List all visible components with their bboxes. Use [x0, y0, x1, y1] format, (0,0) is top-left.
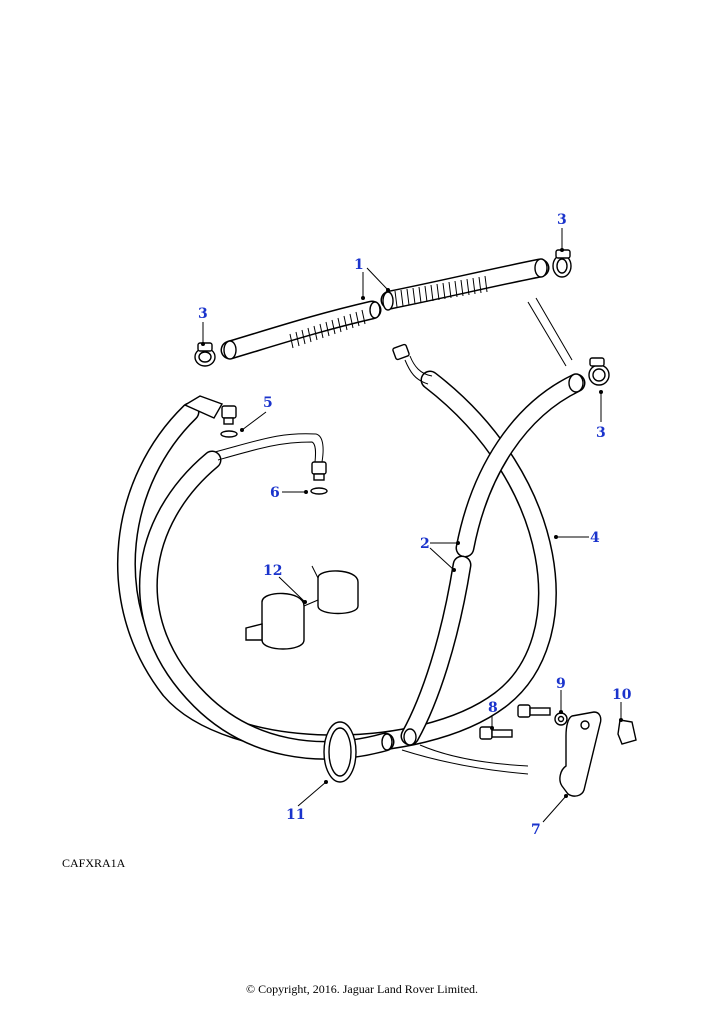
- copyright-notice: © Copyright, 2016. Jaguar Land Rover Lim…: [245, 982, 479, 996]
- metal-pipe: [214, 433, 327, 481]
- callout-10: 10: [612, 687, 632, 703]
- callout-9: 9: [556, 676, 566, 692]
- o-ring-part-6: [310, 487, 328, 495]
- callout-3-right: 3: [596, 425, 606, 441]
- pipe-line-lower-2: [401, 749, 529, 775]
- hose-part-2-lower: [400, 555, 472, 746]
- callout-4: 4: [590, 530, 600, 546]
- hose-part-1-left: [220, 300, 382, 360]
- routing-line-b: [527, 301, 567, 367]
- callout-8: 8: [488, 700, 498, 716]
- callout-3-left: 3: [198, 306, 208, 322]
- pipe-fitting-top-left: [183, 395, 237, 425]
- bolt-part-8-a: [479, 726, 513, 740]
- callout-3-top: 3: [557, 212, 567, 228]
- pipe-line-lower: [419, 744, 529, 767]
- reference-code: CAFXRA1A: [62, 856, 126, 870]
- clip-part-3-left: [194, 342, 216, 367]
- hose-part-1-right: [380, 258, 550, 311]
- callout-6: 6: [270, 485, 280, 501]
- nut-part-9: [554, 712, 568, 726]
- leader-lines: [201, 228, 623, 823]
- o-ring-part-5: [220, 430, 238, 438]
- pipe-fitting-top: [392, 343, 433, 385]
- clip-part-3-top: [552, 249, 572, 278]
- bolt-part-8-b: [517, 704, 551, 718]
- bracket-part-7: [559, 711, 602, 797]
- hose-inner: [138, 450, 395, 760]
- callout-2: 2: [420, 536, 430, 552]
- callout-5: 5: [263, 395, 273, 411]
- clip-part-3-right: [588, 357, 610, 386]
- band-clip-part-11: [323, 721, 357, 783]
- clip-part-10: [617, 719, 637, 745]
- callout-1: 1: [354, 257, 364, 273]
- callout-7: 7: [531, 822, 541, 838]
- hose-part-2-upper: [455, 373, 586, 558]
- clamp-part-12: [245, 565, 359, 650]
- callout-12: 12: [263, 563, 282, 579]
- callout-11: 11: [286, 807, 305, 823]
- routing-line-a: [535, 297, 573, 361]
